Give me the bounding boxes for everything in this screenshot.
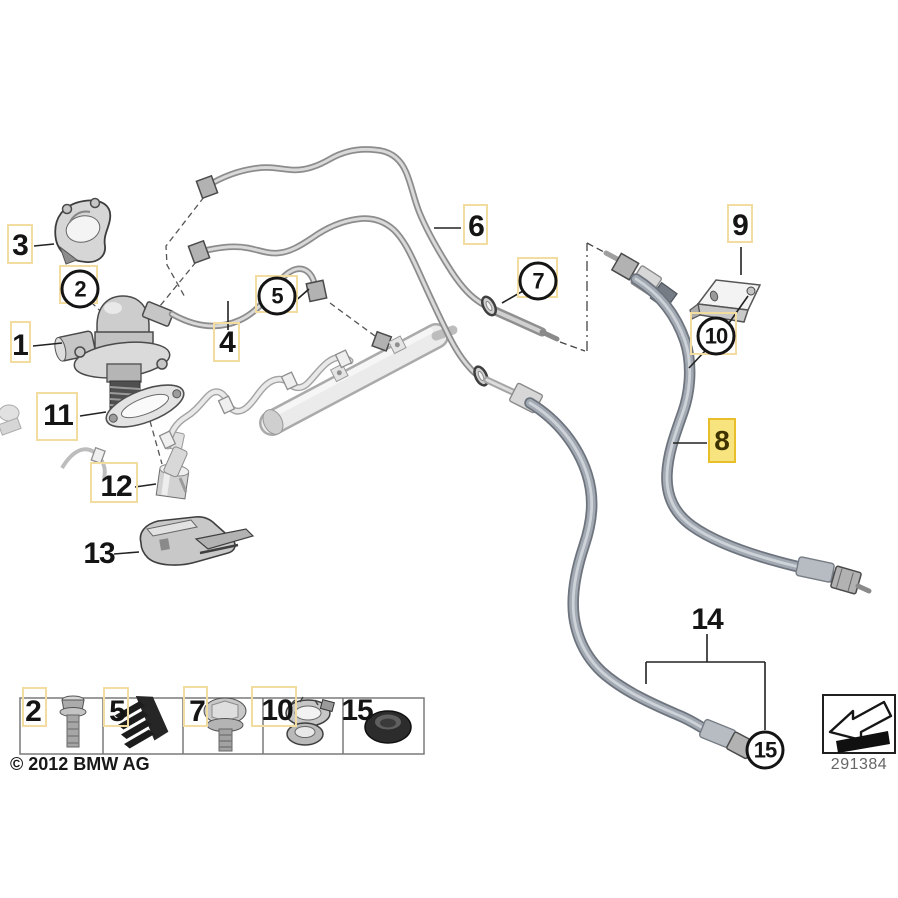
callout-5[interactable]: 5 (257, 276, 297, 316)
hotspot-box-3[interactable] (7, 224, 33, 264)
pipe-5-drawing (168, 265, 328, 330)
direction-arrow-icon (822, 694, 896, 754)
legend-part-seal-ring-icon (364, 710, 412, 744)
hotspot-box-12[interactable] (90, 462, 138, 503)
hotspot-box-9[interactable] (727, 204, 753, 243)
legend-hotspot-box-2[interactable] (22, 687, 47, 727)
callout-8-highlighted[interactable]: 8 (708, 418, 736, 463)
hotspot-box-4[interactable] (213, 322, 240, 362)
legend-item-5[interactable]: 5 (109, 695, 126, 728)
clamp-ring-lower (473, 365, 489, 387)
legend-part-clip-icon (114, 696, 169, 749)
callout-11[interactable]: 11 (43, 399, 74, 432)
legend-item-7[interactable]: 7 (189, 695, 206, 728)
callout-15[interactable]: 15 (745, 730, 785, 770)
callout-10[interactable]: 10 (696, 316, 736, 356)
bracket-3-drawing (54, 197, 112, 265)
callout-14[interactable]: 14 (691, 603, 723, 636)
callout-1[interactable]: 1 (12, 329, 29, 362)
callout-7[interactable]: 7 (518, 261, 558, 301)
legend-item-10[interactable]: 10 (261, 694, 293, 727)
legend-part-clamp-icon (285, 696, 335, 746)
callout-4[interactable]: 4 (219, 326, 236, 359)
callout-9[interactable]: 9 (732, 209, 749, 242)
hotspot-box-1[interactable] (10, 321, 31, 363)
gasket-11-drawing (105, 384, 185, 428)
hotspot-box-11[interactable] (36, 392, 78, 441)
legend-part-bolt-icon (59, 695, 87, 748)
bracket-13-drawing (139, 516, 255, 566)
legend-hotspot-box-10[interactable] (251, 686, 297, 727)
diagram-part-number: 291384 (830, 756, 888, 773)
clamp-7-ring (480, 295, 498, 317)
pipe-6-drawing (195, 146, 560, 342)
hotspot-box-6[interactable] (463, 204, 488, 245)
assembly-centerline (559, 242, 605, 352)
copyright-text: © 2012 BMW AG (10, 754, 150, 774)
injector-harness-drawing (0, 349, 354, 493)
legend-hotspot-box-5[interactable] (103, 687, 129, 727)
callout-6[interactable]: 6 (468, 210, 485, 243)
callout-3[interactable]: 3 (12, 229, 29, 262)
legend-item-2[interactable]: 2 (25, 695, 42, 728)
callout-13[interactable]: 13 (83, 537, 115, 570)
leader-lines (32, 227, 766, 730)
callout-2[interactable]: 2 (60, 269, 100, 309)
legend-item-15[interactable]: 15 (341, 694, 373, 727)
hose-8-drawing (603, 250, 872, 595)
legend-part-screw-icon (203, 697, 247, 752)
legend-hotspot-box-7[interactable] (183, 686, 208, 727)
fuel-rail-drawing (259, 323, 458, 436)
pipe-lower-drawing (187, 215, 485, 381)
callout-12[interactable]: 12 (100, 470, 132, 503)
